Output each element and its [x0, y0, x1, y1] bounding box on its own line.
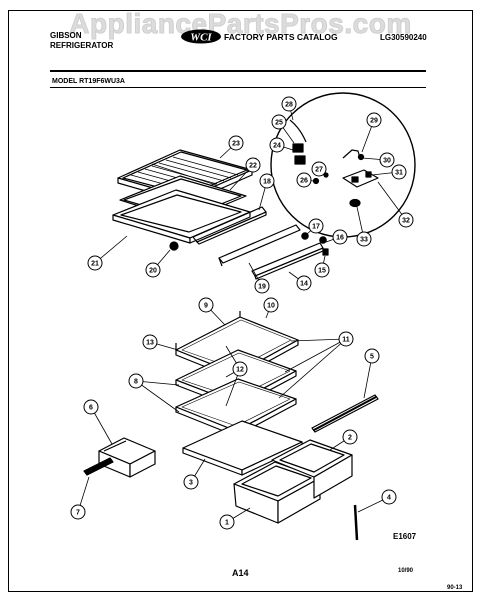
svg-text:22: 22: [249, 163, 257, 170]
catalog-title: FACTORY PARTS CATALOG: [224, 32, 338, 42]
shelf-stack: [83, 311, 379, 541]
svg-text:13: 13: [146, 340, 154, 347]
issue-date: 10/90: [398, 568, 414, 574]
callout-5: 5: [364, 348, 380, 364]
svg-text:14: 14: [300, 281, 308, 288]
svg-text:31: 31: [395, 170, 403, 177]
callout-30: 30: [379, 152, 395, 168]
callout-21: 21: [87, 255, 103, 271]
svg-text:9: 9: [204, 303, 208, 310]
callout-14: 14: [296, 275, 312, 291]
svg-text:26: 26: [300, 178, 308, 185]
svg-text:10: 10: [267, 303, 275, 310]
svg-text:33: 33: [360, 237, 368, 244]
callout-32: 32: [398, 212, 414, 228]
callout-7: 7: [70, 504, 86, 520]
svg-text:19: 19: [258, 284, 266, 291]
wci-logo: WCI: [180, 29, 222, 44]
svg-text:2: 2: [348, 435, 352, 442]
logo-text: WCI: [190, 32, 212, 44]
callout-10: 10: [263, 297, 279, 313]
svg-text:8: 8: [134, 379, 138, 386]
callout-12: 12: [232, 361, 248, 377]
callout-20: 20: [145, 262, 161, 278]
callout-4: 4: [381, 489, 397, 505]
svg-text:28: 28: [285, 102, 293, 109]
watermark: AppliancePartsPros.com: [69, 8, 412, 40]
callout-27: 27: [311, 161, 327, 177]
callout-8: 8: [128, 373, 144, 389]
svg-text:12: 12: [236, 367, 244, 374]
callout-23: 23: [228, 135, 244, 151]
brand-line-1: GIBSON: [50, 31, 82, 40]
callout-25: 25: [271, 114, 287, 130]
svg-text:6: 6: [89, 405, 93, 412]
callout-2: 2: [342, 429, 358, 445]
svg-text:7: 7: [76, 510, 80, 517]
callout-3: 3: [183, 474, 199, 490]
svg-text:20: 20: [149, 268, 157, 275]
svg-text:25: 25: [275, 120, 283, 127]
header-rule-bottom: [50, 87, 426, 88]
callout-16: 16: [332, 229, 348, 245]
callout-6: 6: [83, 399, 99, 415]
model-label: MODEL RT19F6WU3A: [52, 78, 125, 85]
callout-17: 17: [308, 218, 324, 234]
svg-text:29: 29: [370, 118, 378, 125]
callout-24: 24: [269, 137, 285, 153]
callout-11: 11: [338, 331, 354, 347]
callout-18: 18: [259, 173, 275, 189]
callout-28: 28: [281, 96, 297, 112]
detail-bubble: [270, 92, 416, 238]
page-border: [8, 10, 473, 592]
svg-text:3: 3: [189, 480, 193, 487]
brand-line-2: REFRIGERATOR: [50, 41, 114, 50]
svg-text:21: 21: [91, 261, 99, 268]
callout-33: 33: [356, 231, 372, 247]
svg-text:17: 17: [312, 224, 320, 231]
svg-text:16: 16: [336, 235, 344, 242]
callout-bubbles: 1 2 3 4 5 6 7 8 9 10 11 12 13 14 15 16 1…: [70, 96, 414, 530]
page-number: A14: [232, 568, 249, 578]
callout-26: 26: [296, 172, 312, 188]
callout-31: 31: [391, 164, 407, 180]
callout-22: 22: [245, 157, 261, 173]
callout-29: 29: [366, 112, 382, 128]
svg-text:4: 4: [387, 495, 391, 502]
catalog-code: LG30590240: [380, 33, 427, 42]
svg-text:5: 5: [370, 354, 374, 361]
svg-text:27: 27: [315, 167, 323, 174]
corner-mark: 90-13: [447, 585, 463, 591]
callout-13: 13: [142, 334, 158, 350]
svg-text:30: 30: [383, 158, 391, 165]
svg-text:15: 15: [318, 268, 326, 275]
svg-text:32: 32: [402, 218, 410, 225]
svg-text:24: 24: [273, 143, 281, 150]
crisper-cover-assembly: [112, 149, 329, 280]
svg-text:18: 18: [263, 179, 271, 186]
header-rule-top: [50, 70, 426, 72]
svg-text:11: 11: [342, 337, 350, 344]
callout-9: 9: [198, 297, 214, 313]
callout-1: 1: [219, 514, 235, 530]
callout-19: 19: [254, 278, 270, 294]
diagram-code: E1607: [393, 532, 417, 541]
callout-15: 15: [314, 262, 330, 278]
svg-text:1: 1: [225, 520, 229, 527]
svg-text:23: 23: [232, 141, 240, 148]
